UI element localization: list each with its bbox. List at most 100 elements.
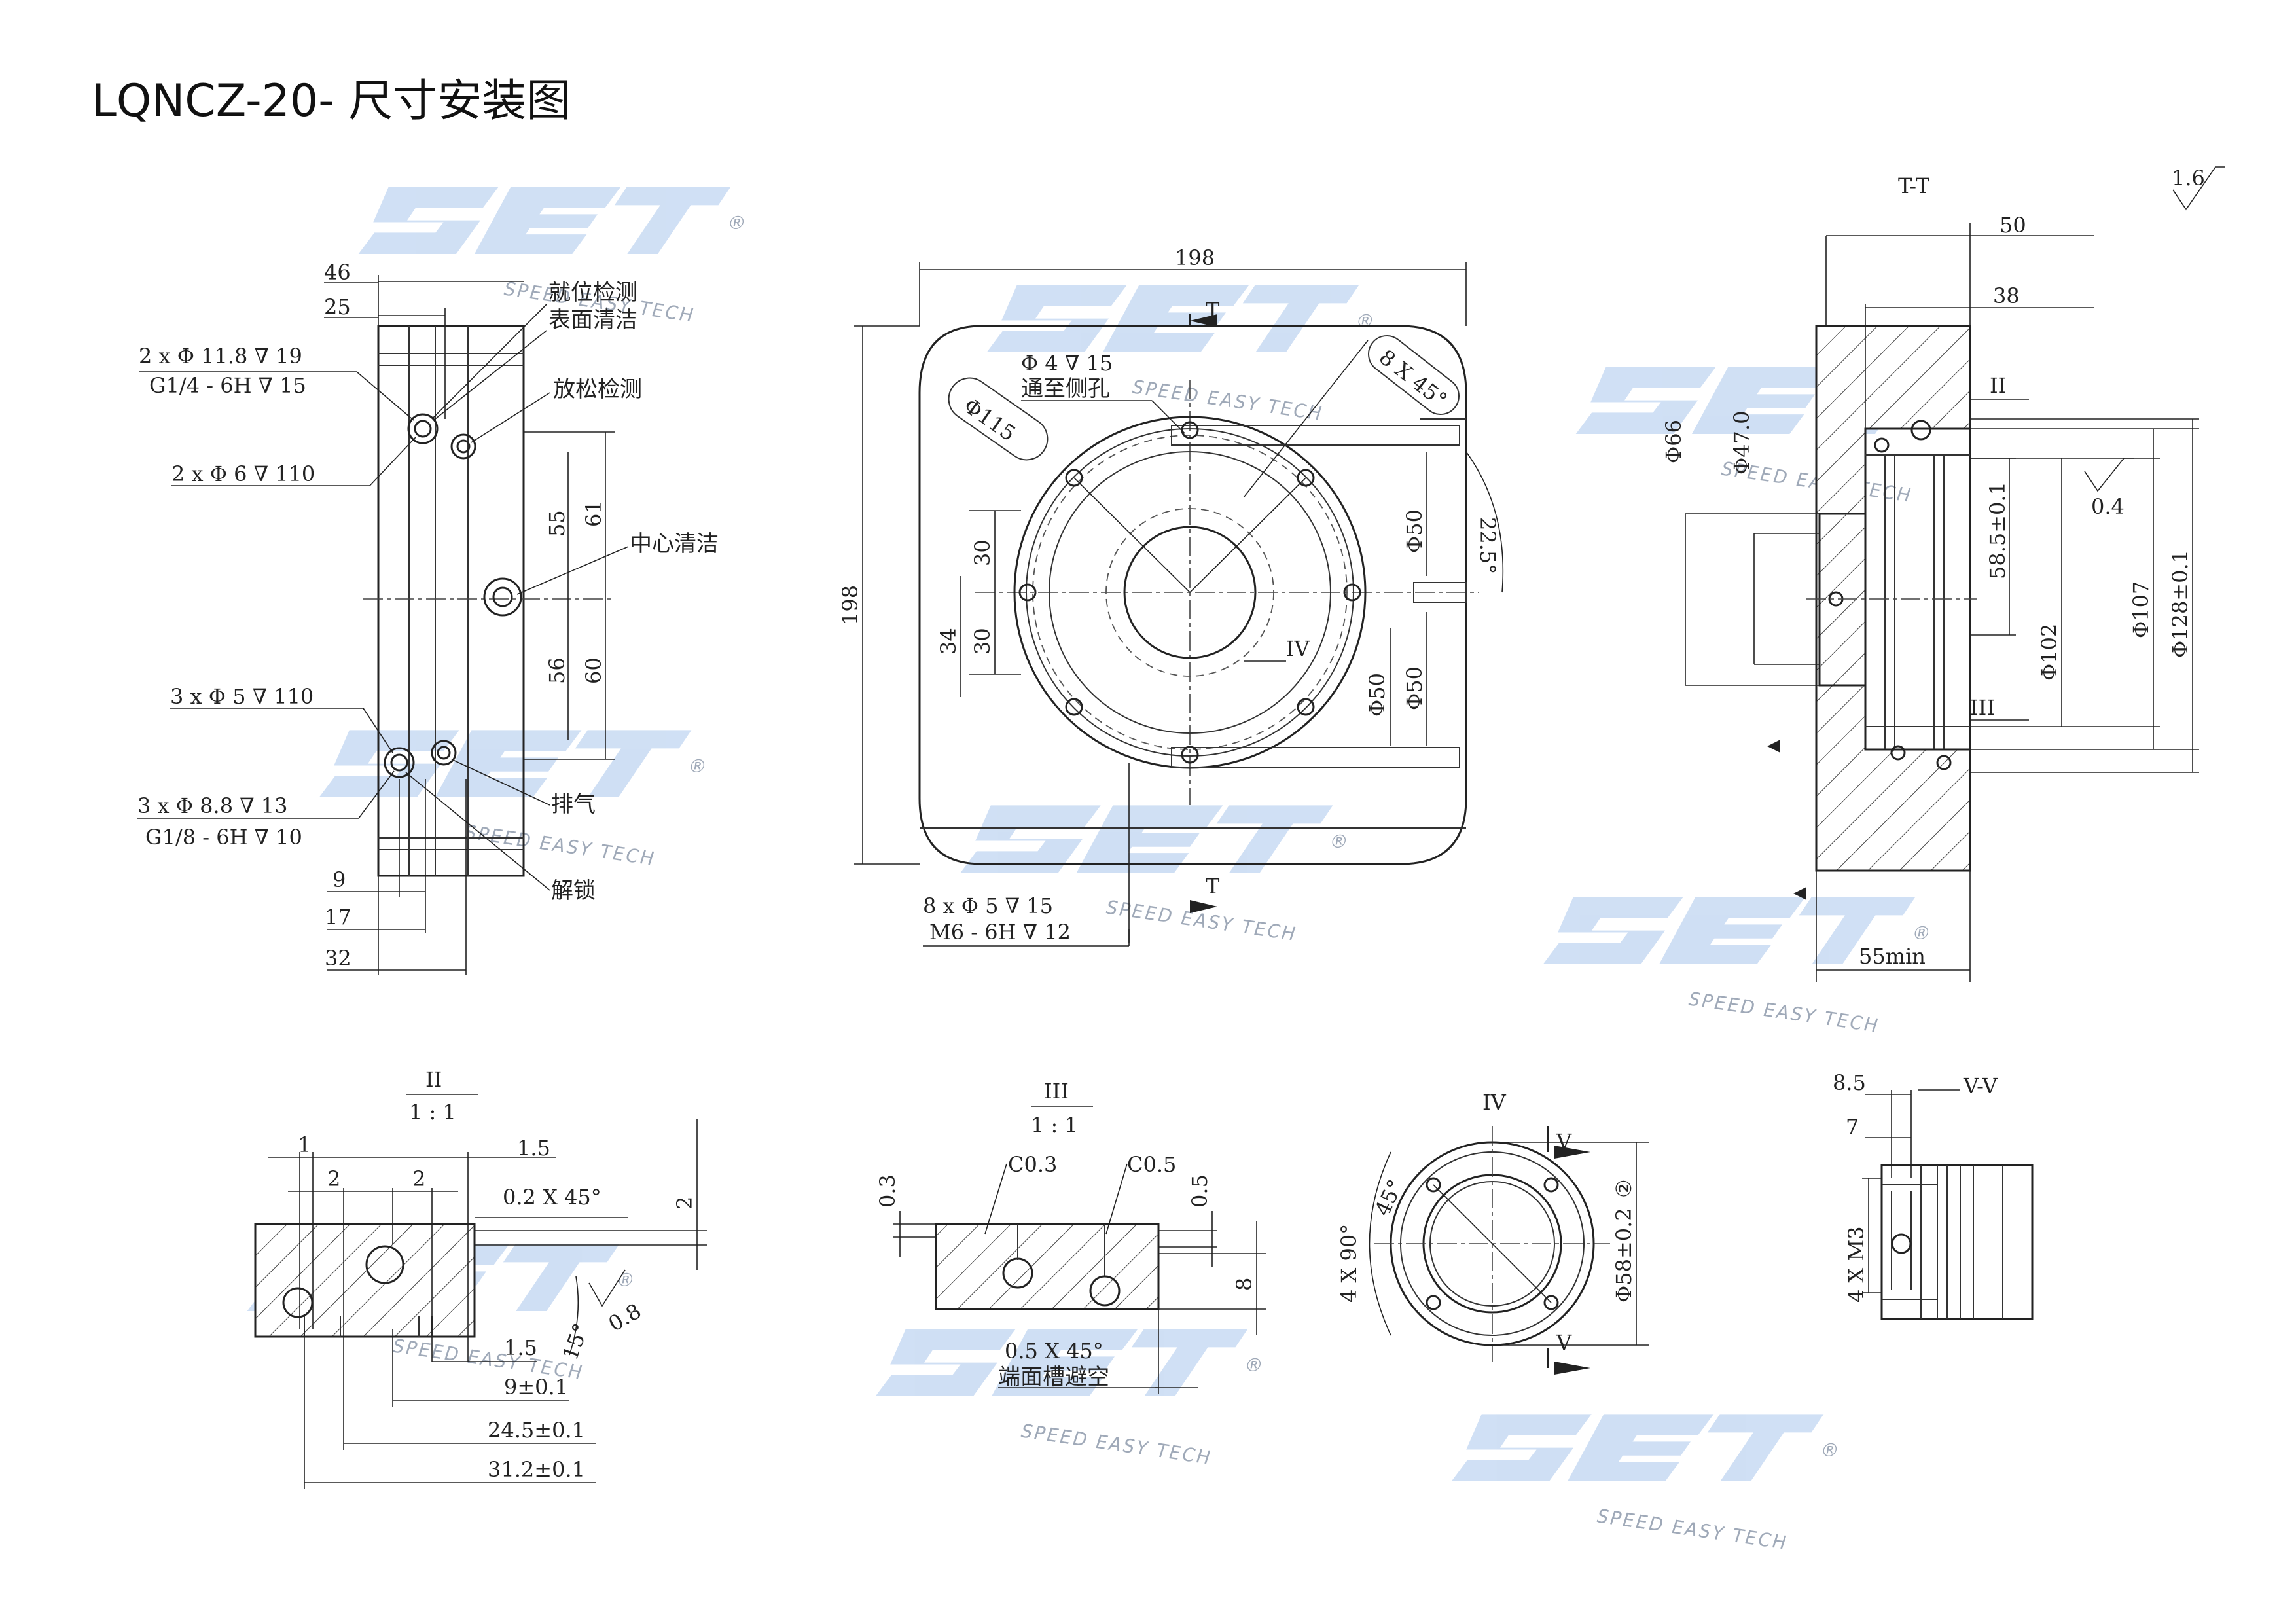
dim-width-198: 198 (1175, 245, 1215, 270)
dim-ii-2b: 2 (412, 1166, 425, 1191)
dim-iii-chamfer: 0.5 X 45° (1005, 1339, 1103, 1363)
front-view: T T 198 198 30 30 34 Φ50 Φ50 Φ50 22.5° Φ… (838, 245, 1504, 947)
dim-angle-22.5: 22.5° (1475, 517, 1500, 574)
vv-title: V-V (1963, 1074, 1998, 1098)
dim-phi102: Φ102 (2037, 624, 2062, 681)
dim-25: 25 (324, 295, 351, 319)
callout-port-a2: G1/4 - 6H ∇ 15 (149, 373, 306, 398)
dim-55: 55 (545, 510, 569, 537)
label-release-detect: 放松检测 (553, 376, 642, 403)
detail-iv-title: IV (1482, 1090, 1507, 1115)
dim-9: 9 (332, 867, 346, 892)
callout-port-b2: G1/8 - 6H ∇ 10 (145, 825, 302, 850)
callout-mount-thread: M6 - 6H ∇ 12 (929, 920, 1071, 945)
dim-ii-rough: 0.8 (604, 1299, 645, 1337)
watermark-registered: ® (687, 755, 711, 777)
dim-iv-phi58: Φ58±0.2 (1611, 1208, 1636, 1303)
detail-ii: II 1 : 1 1 2 2 1.5 0.2 X 45° 2 1.5 9±0.1 (254, 1067, 707, 1489)
dim-phi66: Φ66 (1661, 420, 1686, 463)
watermark-registered: ® (1910, 922, 1935, 944)
left-side-view: 46 25 55 61 56 60 9 17 32 2 x Φ 11.8 ∇ 1… (137, 260, 719, 975)
dim-iii-note: 端面槽避空 (998, 1364, 1109, 1390)
section-title: T-T (1898, 173, 1930, 198)
dim-phi50-b: Φ50 (1402, 666, 1427, 710)
bolt-holes (1018, 421, 1361, 764)
detail-iii-scale: 1 : 1 (1031, 1113, 1078, 1138)
front-body-outline (918, 325, 1467, 865)
dim-iv-4x90: 4 X 90° (1336, 1224, 1361, 1303)
dim-iv-45: 45° (1370, 1176, 1408, 1219)
section-v-top: V (1556, 1129, 1572, 1154)
callout-side-hole-note: 通至侧孔 (1021, 376, 1110, 402)
detail-mark-iv: IV (1286, 636, 1310, 661)
section-view-tt: T-T 1.6 50 38 Φ66 Φ47.0 (1661, 166, 2225, 982)
label-unlock: 解锁 (551, 878, 596, 904)
watermark-registered: ® (726, 212, 750, 234)
dim-iii-c05: C0.5 (1127, 1152, 1176, 1177)
watermark-slogan: SPEED EASY TECH (1594, 1505, 1791, 1553)
dim-56: 56 (545, 657, 569, 684)
dim-ii-31.2: 31.2±0.1 (488, 1457, 585, 1482)
dim-17: 17 (325, 905, 351, 929)
watermark-2: SPEED EASY TECH ® (319, 730, 711, 870)
dim-32: 32 (325, 946, 351, 971)
detail-iii: III 1 : 1 0.3 C0.3 C0.5 0.5 8 0.5 X 45° … (875, 1079, 1266, 1394)
dim-iii-0.5: 0.5 (1187, 1174, 1212, 1208)
dim-vv-thread: 4 X M3 (1844, 1226, 1869, 1303)
section-v-bottom: V (1556, 1330, 1572, 1355)
detail-iii-title: III (1044, 1079, 1069, 1104)
watermark-slogan: SPEED EASY TECH (1685, 988, 1882, 1036)
label-exhaust: 排气 (551, 791, 596, 818)
callout-holes-6: 2 x Φ 6 ∇ 110 (171, 461, 315, 486)
dim-30b: 30 (970, 628, 995, 655)
dim-61: 61 (581, 500, 606, 527)
side-body-outline (377, 325, 525, 877)
dim-phi107: Φ107 (2128, 581, 2153, 638)
dim-ii-24.5: 24.5±0.1 (488, 1418, 585, 1443)
roughness-0.4: 0.4 (2091, 494, 2125, 519)
detail-ii-scale: 1 : 1 (409, 1100, 456, 1125)
watermark-slogan: SPEED EASY TECH (1018, 1420, 1215, 1468)
dim-phi47: Φ47.0 (1729, 411, 1754, 475)
dim-phi50-a: Φ50 (1402, 509, 1427, 553)
dim-ii-angle: 15° (558, 1320, 594, 1363)
section-view-vv: V-V 8.5 7 4 X M3 (1833, 1070, 2034, 1320)
detail-iv: IV 4 X 90° 45° Φ58±0.2 ② V V (1336, 1090, 1649, 1375)
watermark-registered: ® (1354, 310, 1378, 332)
detail-ii-title: II (425, 1067, 442, 1092)
dim-vv-8.5: 8.5 (1833, 1070, 1866, 1095)
dim-38: 38 (1993, 283, 2020, 308)
detail-mark-iii: III (1970, 695, 1995, 720)
dim-iii-8: 8 (1232, 1278, 1257, 1291)
dim-iii-0.3: 0.3 (875, 1174, 900, 1208)
watermark-registered: ® (1819, 1439, 1843, 1461)
detail-mark-ii: II (1990, 373, 2006, 398)
dim-ii-2a: 2 (327, 1166, 340, 1191)
callout-port-b1: 3 x Φ 8.8 ∇ 13 (137, 793, 287, 818)
watermark-slogan: SPEED EASY TECH (461, 821, 658, 869)
dim-ii-9: 9±0.1 (504, 1375, 568, 1399)
label-surface-clean: 表面清洁 (548, 307, 637, 333)
section-mark-top: T (1206, 298, 1220, 323)
center-bore (1123, 526, 1257, 659)
dim-50: 50 (2000, 213, 2026, 238)
watermark-registered: ® (1243, 1354, 1267, 1376)
label-center-clean: 中心清洁 (630, 531, 719, 557)
callout-chamfer-ring: 8 X 45° (1374, 344, 1452, 412)
dim-ii-1: 1 (298, 1132, 311, 1157)
callout-side-hole: Φ 4 ∇ 15 (1021, 351, 1113, 376)
section-body (1815, 325, 1971, 872)
callout-port-a1: 2 x Φ 11.8 ∇ 19 (139, 344, 302, 369)
roughness-symbol: 1.6 (2172, 166, 2205, 190)
callout-mount-holes: 8 x Φ 5 ∇ 15 (923, 893, 1053, 918)
watermark-slogan: SPEED EASY TECH (1129, 376, 1326, 424)
dim-phi128: Φ128±0.1 (2168, 550, 2193, 658)
port-circle-upper (384, 413, 522, 778)
dim-ii-1.5b: 1.5 (504, 1335, 537, 1360)
dim-60: 60 (581, 657, 606, 684)
section-mark-bottom: T (1206, 874, 1220, 899)
watermark-registered: ® (1328, 831, 1352, 852)
dim-55min: 55min (1859, 944, 1926, 969)
callout-holes-5: 3 x Φ 5 ∇ 110 (170, 684, 314, 709)
